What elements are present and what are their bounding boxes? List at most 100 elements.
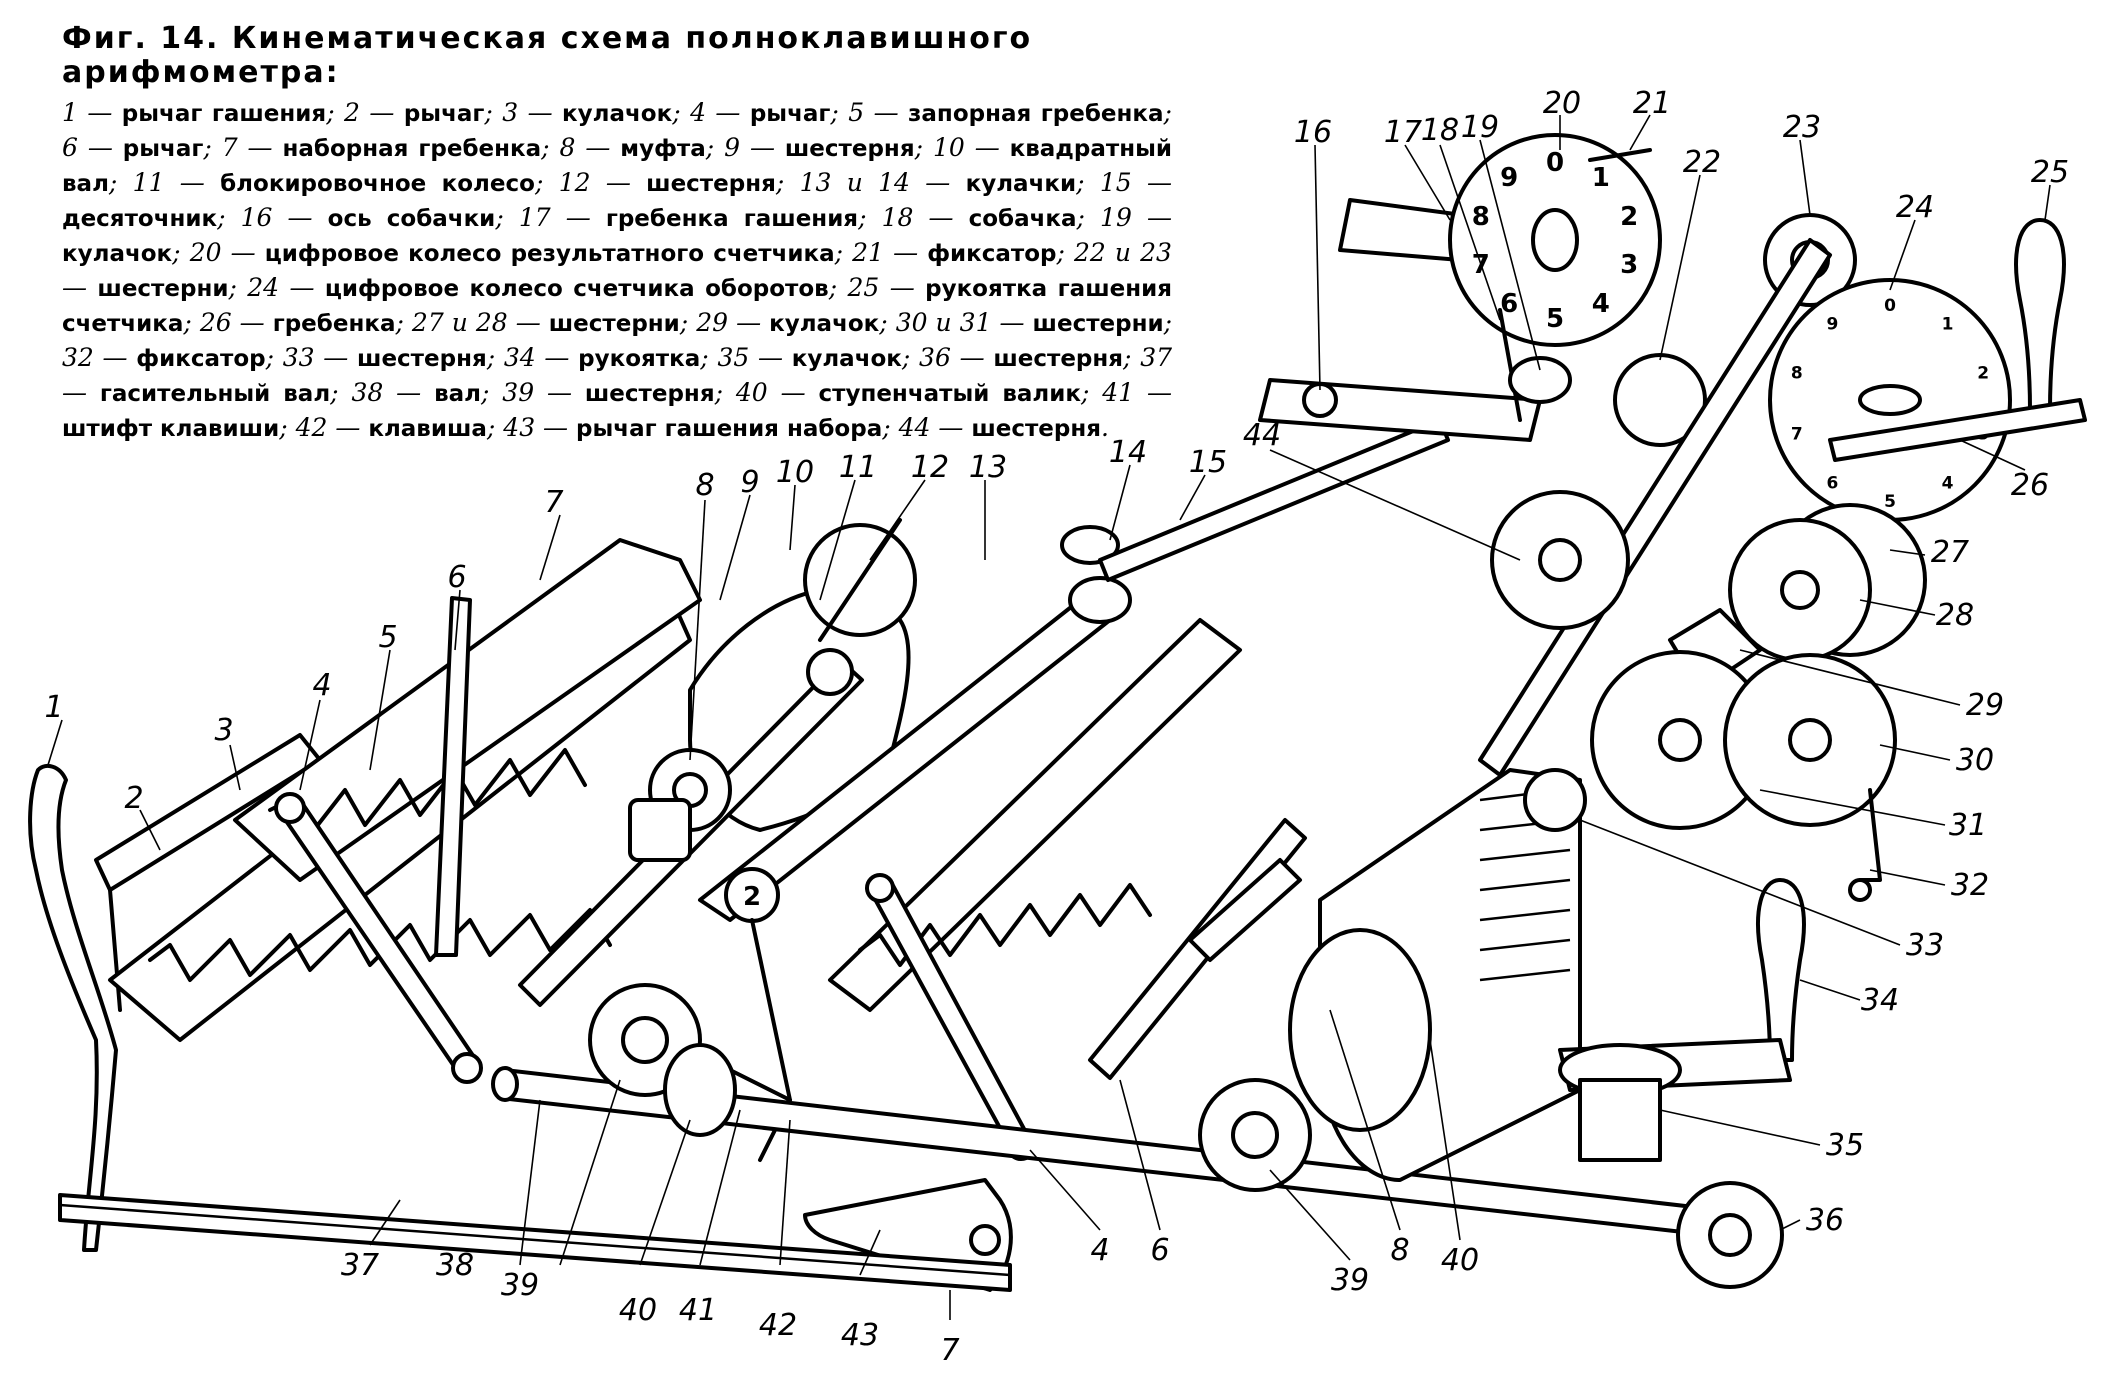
legend-term: муфта xyxy=(620,136,706,162)
legend-number: 24 xyxy=(247,273,280,302)
detent-32 xyxy=(1848,788,1882,902)
legend-number: 41 xyxy=(1102,378,1135,407)
leader-lines xyxy=(47,114,2051,1320)
callout-15: 15 xyxy=(1189,445,1227,480)
legend-number: 27 и 28 xyxy=(411,308,508,337)
comb-26 xyxy=(1828,398,2087,462)
callout-14: 14 xyxy=(1109,435,1147,470)
callout-12: 12 xyxy=(911,450,949,485)
legend-item: 22 и 23 — шестерни; xyxy=(62,238,1172,302)
legend-term: блокировочное колесо xyxy=(220,171,535,197)
callout-9: 9 xyxy=(740,465,759,500)
legend-term: рычаг xyxy=(122,136,204,162)
dial-digit: 9 xyxy=(1826,315,1838,335)
legend-term: шестерни xyxy=(1032,311,1164,337)
callout-3: 3 xyxy=(214,713,233,748)
callout-29: 29 xyxy=(1966,688,2004,723)
dial-digit: 1 xyxy=(1592,163,1610,193)
legend-number: 17 xyxy=(518,203,551,232)
dial-digit: 4 xyxy=(1942,473,1954,493)
legend-item: 33 — шестерня; xyxy=(282,343,504,372)
callout-6-right: 6 xyxy=(1150,1233,1169,1268)
legend-term: кулачок xyxy=(62,241,173,267)
clutch-40-left xyxy=(663,1043,737,1137)
legend-item: 18 — собачка; xyxy=(881,203,1101,232)
legend-item: 38 — вал; xyxy=(351,378,503,407)
legend-number: 32 xyxy=(62,343,94,372)
dial-digit: 8 xyxy=(1791,364,1803,384)
legend-number: 7 xyxy=(221,133,238,162)
callout-39-right: 39 xyxy=(1331,1263,1369,1298)
legend-number: 8 xyxy=(559,133,576,162)
cancel-shaft-37 xyxy=(58,1193,1012,1292)
legend-term: рычаг xyxy=(403,101,485,127)
legend-number: 13 и 14 xyxy=(799,168,910,197)
legend-item: 25 — рукоятка гашения счетчика; xyxy=(62,273,1172,337)
callout-2: 2 xyxy=(124,781,143,816)
legend-item: 34 — рукоятка; xyxy=(503,343,718,372)
legend-number: 21 xyxy=(852,238,884,267)
legend-term: гасительный вал xyxy=(99,381,331,407)
legend: 1 — рычаг гашения; 2 — рычаг; 3 — кулачо… xyxy=(62,96,1172,446)
legend-item: 6 — рычаг; xyxy=(62,133,222,162)
legend-number: 5 xyxy=(848,98,865,127)
callout-10: 10 xyxy=(776,455,814,490)
callout-19: 19 xyxy=(1461,110,1499,145)
legend-item: 3 — кулачок; xyxy=(502,98,691,127)
legend-item: 44 — шестерня. xyxy=(898,413,1109,442)
dial-digit: 0 xyxy=(1546,148,1564,178)
callout-13: 13 xyxy=(969,450,1007,485)
key-digit: 2 xyxy=(743,882,761,912)
callout-18: 18 xyxy=(1421,113,1459,148)
legend-term: кулачок xyxy=(791,346,902,372)
legend-number: 15 xyxy=(1099,168,1132,197)
callout-1: 1 xyxy=(44,690,63,725)
dial-digit: 2 xyxy=(1620,202,1638,232)
callout-33: 33 xyxy=(1906,928,1944,963)
figure-caption: Фиг. 14. Кинематическая схема полноклави… xyxy=(62,22,1172,446)
callout-8-left: 8 xyxy=(695,468,714,503)
legend-number: 20 xyxy=(189,238,222,267)
callout-5: 5 xyxy=(378,620,397,655)
legend-number: 40 xyxy=(735,378,768,407)
callout-42: 42 xyxy=(759,1308,797,1343)
legend-term: шестерня xyxy=(584,381,715,407)
callout-34: 34 xyxy=(1861,983,1899,1018)
callout-28: 28 xyxy=(1936,598,1974,633)
legend-term: квадратный вал xyxy=(62,136,1173,197)
legend-item: 15 — десяточник; xyxy=(62,168,1172,232)
pawl-18 xyxy=(1498,308,1522,422)
legend-term: рычаг гашения xyxy=(121,101,327,127)
legend-term: цифровое колесо результатного счетчика xyxy=(264,241,835,267)
legend-term: вал xyxy=(434,381,481,407)
callout-23: 23 xyxy=(1783,110,1821,145)
legend-term: наборная гребенка xyxy=(282,136,542,162)
legend-item: 32 — фиксатор; xyxy=(62,343,283,372)
legend-number: 22 и 23 xyxy=(1074,238,1172,267)
callout-6-left: 6 xyxy=(447,560,466,595)
legend-item: 8 — муфта; xyxy=(559,133,725,162)
dial-digit: 9 xyxy=(1500,163,1518,193)
gear-33 xyxy=(1523,768,1587,832)
legend-number: 35 xyxy=(717,343,750,372)
legend-item: 2 — рычаг; xyxy=(344,98,503,127)
gear-36 xyxy=(1676,1181,1784,1289)
gear-12 xyxy=(803,518,917,642)
legend-number: 39 xyxy=(502,378,535,407)
legend-number: 44 xyxy=(898,413,931,442)
callout-17: 17 xyxy=(1384,115,1422,150)
legend-item: 29 — кулачок; xyxy=(696,308,896,337)
legend-number: 42 xyxy=(295,413,328,442)
callout-39-left: 39 xyxy=(501,1268,539,1303)
callout-11: 11 xyxy=(839,450,877,485)
dial-digit: 5 xyxy=(1546,304,1564,334)
legend-item: 21 — фиксатор; xyxy=(852,238,1075,267)
callout-40-right: 40 xyxy=(1441,1243,1479,1278)
callout-43: 43 xyxy=(841,1318,879,1353)
legend-item: 39 — шестерня; xyxy=(502,378,736,407)
legend-item: 30 и 31 — шестерни; xyxy=(895,308,1173,337)
legend-number: 37 xyxy=(1140,343,1173,372)
legend-term: цифровое колесо счетчика оборотов xyxy=(324,276,829,302)
callout-35: 35 xyxy=(1826,1128,1864,1163)
